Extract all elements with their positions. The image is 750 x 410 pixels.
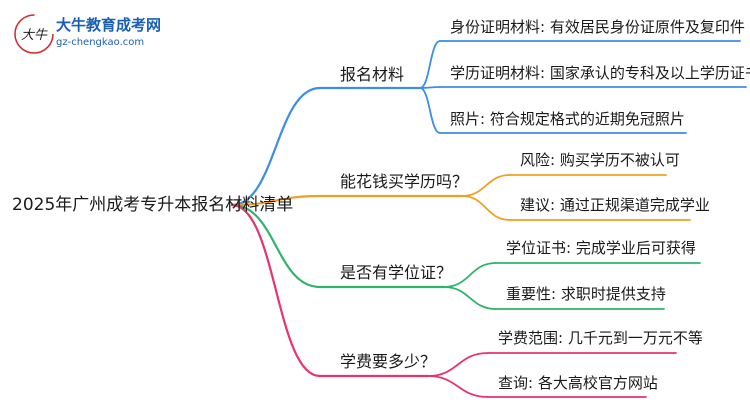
leaf-lookup: 查询: 各大高校官方网站 [498, 374, 658, 392]
leaf-photo: 照片: 符合规定格式的近期免冠照片 [450, 110, 685, 128]
leaf-risk: 风险: 购买学历不被认可 [520, 151, 680, 169]
leaf-advice: 建议: 通过正规渠道完成学业 [520, 196, 710, 214]
root-to-branch-curve [230, 86, 322, 207]
leaf-id-materials: 身份证明材料: 有效居民身份证原件及复印件 [450, 18, 745, 36]
logo-mark-icon: 大牛 [14, 14, 54, 54]
branch-degree-certificate: 是否有学位证？ [340, 263, 453, 282]
branch-to-leaf-curve [443, 262, 497, 288]
branch-registration-materials: 报名材料 [340, 65, 405, 84]
site-logo: 大牛 大牛教育成考网 gz-chengkao.com [12, 12, 252, 58]
logo-site-name: 大牛教育成考网 [56, 16, 162, 34]
leaf-importance: 重要性: 求职时提供支持 [506, 285, 666, 303]
branch-to-leaf-curve [427, 352, 489, 377]
branch-to-leaf-curve [443, 286, 497, 310]
mindmap-root-node: 2025年广州成考专升本报名材料清单 [12, 195, 294, 215]
branch-to-leaf-curve [419, 86, 441, 89]
branch-buy-degree: 能花钱买学历吗？ [340, 172, 469, 191]
branch-tuition: 学费要多少？ [340, 352, 437, 371]
logo-site-url: gz-chengkao.com [56, 37, 145, 48]
branch-to-leaf-curve [461, 174, 511, 197]
leaf-tuition-range: 学费范围: 几千元到一万元不等 [498, 329, 703, 347]
branch-to-leaf-curve [419, 87, 441, 134]
logo-mark-text: 大牛 [21, 28, 48, 43]
root-to-branch-curve [230, 203, 322, 378]
leaf-degree-cert: 学位证书: 完成学业后可获得 [506, 239, 696, 257]
root-to-branch-curve [230, 194, 322, 207]
branch-to-leaf-curve [419, 40, 441, 89]
root-to-branch-curve [230, 203, 322, 289]
leaf-diploma-materials: 学历证明材料: 国家承认的专科及以上学历证书 [450, 64, 750, 82]
branch-to-leaf-curve [427, 375, 489, 398]
branch-to-leaf-curve [461, 195, 511, 221]
